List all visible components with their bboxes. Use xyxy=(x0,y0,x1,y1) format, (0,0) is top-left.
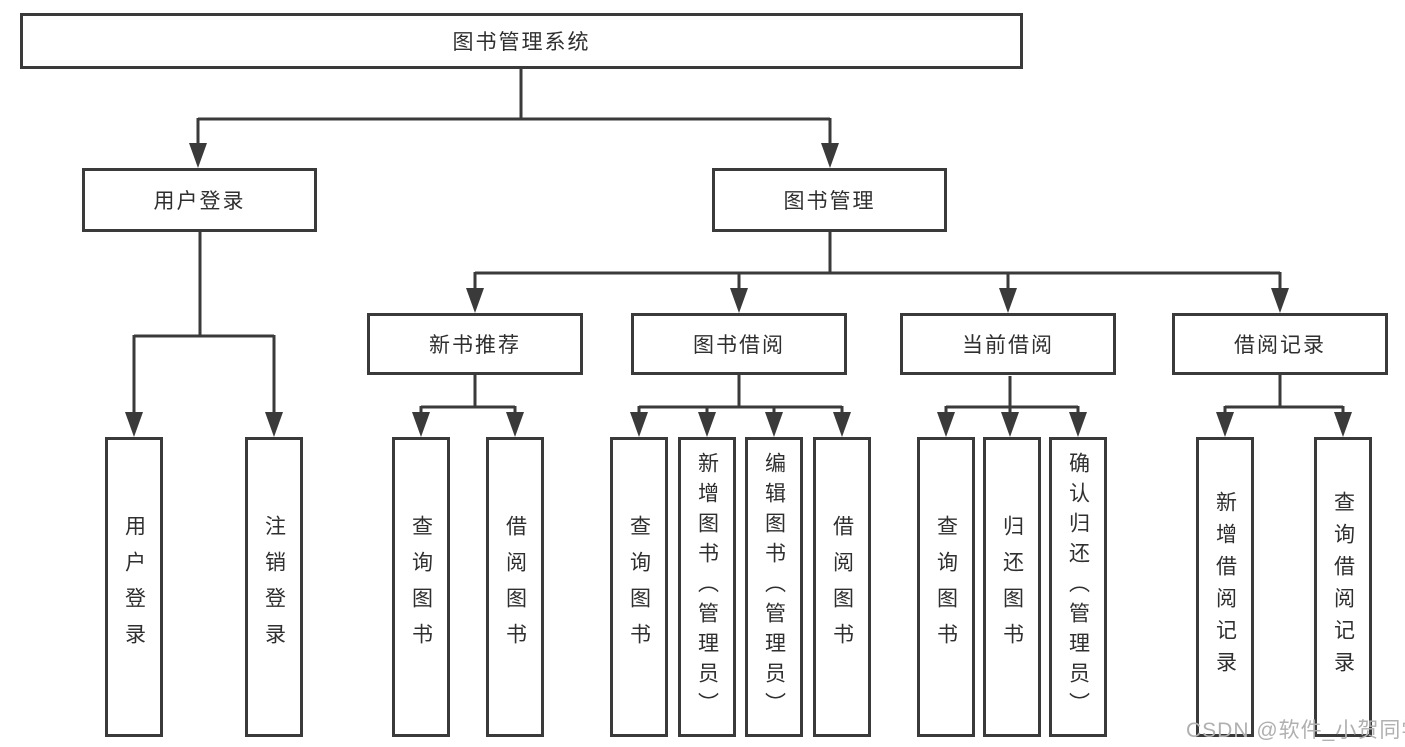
edge-user-login-children xyxy=(132,232,276,416)
leaf-query-books-current: 查询图书 xyxy=(917,437,975,737)
leaf-confirm-return-admin: 确认归还（管理员） xyxy=(1049,437,1107,737)
node-book-borrowing: 图书借阅 xyxy=(631,313,847,375)
node-new-book-recommendation: 新书推荐 xyxy=(367,313,583,375)
leaf-user-login-label: 用户登录 xyxy=(122,515,146,659)
leaf-query-books-borrowing: 查询图书 xyxy=(610,437,668,737)
leaf-return-book: 归还图书 xyxy=(983,437,1041,737)
node-borrowing-records: 借阅记录 xyxy=(1172,313,1388,375)
leaf-edit-book-admin-label: 编辑图书（管理员） xyxy=(762,452,786,722)
leaf-borrow-books-borrowing: 借阅图书 xyxy=(813,437,871,737)
leaf-add-book-admin: 新增图书（管理员） xyxy=(678,437,736,737)
node-current-borrowing: 当前借阅 xyxy=(900,313,1116,375)
leaf-user-login: 用户登录 xyxy=(105,437,163,737)
leaf-query-borrow-record-label: 查询借阅记录 xyxy=(1331,491,1355,683)
leaf-logout-label: 注销登录 xyxy=(262,515,286,659)
csdn-watermark: CSDN @软件_小贺同学 xyxy=(1186,719,1405,742)
edge-root-to-level2 xyxy=(196,68,832,147)
node-library-management-system: 图书管理系统 xyxy=(20,13,1023,69)
leaf-query-books-recommend: 查询图书 xyxy=(392,437,450,737)
leaf-add-book-admin-label: 新增图书（管理员） xyxy=(695,452,719,722)
leaf-query-borrow-record: 查询借阅记录 xyxy=(1314,437,1372,737)
leaf-add-borrow-record: 新增借阅记录 xyxy=(1196,437,1254,737)
leaf-edit-book-admin: 编辑图书（管理员） xyxy=(745,437,803,737)
leaf-query-books-current-label: 查询图书 xyxy=(934,515,958,659)
edge-book-mgmt-children xyxy=(473,232,1282,292)
leaf-query-books-borrowing-label: 查询图书 xyxy=(627,515,651,659)
edge-borrow-record-children xyxy=(1223,375,1345,416)
edge-book-borrow-children xyxy=(637,375,844,416)
leaf-add-borrow-record-label: 新增借阅记录 xyxy=(1213,491,1237,683)
node-book-management: 图书管理 xyxy=(712,168,947,232)
arrowheads xyxy=(125,143,1352,437)
leaf-return-book-label: 归还图书 xyxy=(1000,515,1024,659)
leaf-borrow-books-recommend: 借阅图书 xyxy=(486,437,544,737)
leaf-confirm-return-admin-label: 确认归还（管理员） xyxy=(1066,452,1090,722)
leaf-borrow-books-borrowing-label: 借阅图书 xyxy=(830,515,854,659)
edge-new-book-children xyxy=(419,375,517,416)
leaf-borrow-books-recommend-label: 借阅图书 xyxy=(503,515,527,659)
leaf-logout: 注销登录 xyxy=(245,437,303,737)
node-user-login: 用户登录 xyxy=(82,168,317,232)
edge-current-borrow-children xyxy=(944,376,1080,416)
leaf-query-books-recommend-label: 查询图书 xyxy=(409,515,433,659)
